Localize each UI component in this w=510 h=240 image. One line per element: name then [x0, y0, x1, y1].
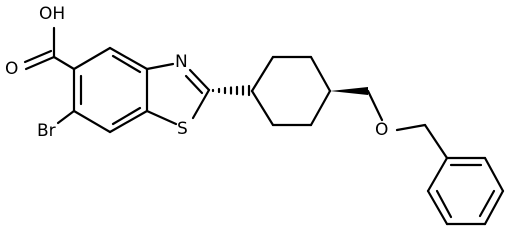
bond: [52, 55, 76, 71]
thiazole-nitrogen-label: N: [175, 52, 188, 72]
thiazole-sulfur-label: S: [177, 119, 188, 139]
bond: [24, 55, 56, 71]
bond: [309, 89, 332, 127]
aromatic-bond: [111, 106, 142, 126]
bond-skeleton: [23, 26, 505, 226]
thiazole-ring: [145, 62, 211, 126]
benzene-ring: [72, 46, 149, 134]
aromatic-bond: [478, 189, 496, 218]
bromine-bond: [56, 109, 76, 125]
carbonyl-oxygen-label: O: [5, 59, 19, 79]
carboxyl-group: [23, 26, 76, 71]
bond: [366, 89, 384, 122]
bond: [483, 189, 505, 226]
benzyl-ether-chain: [366, 89, 449, 160]
bond: [145, 109, 178, 126]
carboxyl-oh-label: OH: [39, 4, 66, 24]
bond: [188, 68, 211, 92]
bond: [250, 55, 275, 93]
solid-wedge-bond: [330, 87, 368, 95]
aromatic-bond: [435, 189, 453, 219]
structure-diagram: OH O N S Br O: [5, 4, 505, 226]
bond: [191, 88, 211, 120]
bond: [483, 156, 505, 193]
bond: [395, 123, 427, 132]
double-bond: [184, 74, 204, 95]
bond: [145, 62, 175, 71]
bond: [423, 123, 449, 160]
bond: [108, 46, 149, 71]
bond: [250, 89, 275, 127]
bond: [426, 189, 449, 226]
phenyl-ring: [426, 156, 505, 226]
bromine-label: Br: [37, 121, 56, 141]
aromatic-bond: [111, 54, 142, 74]
bond: [426, 156, 449, 193]
ether-oxygen-label: O: [375, 120, 389, 140]
double-bond: [23, 49, 53, 64]
cyclohexane-ring: [250, 55, 332, 127]
bond: [309, 55, 332, 93]
bond: [108, 109, 149, 134]
bond: [72, 46, 112, 71]
hashed-wedge-bond: [211, 84, 251, 97]
bond: [72, 109, 112, 134]
